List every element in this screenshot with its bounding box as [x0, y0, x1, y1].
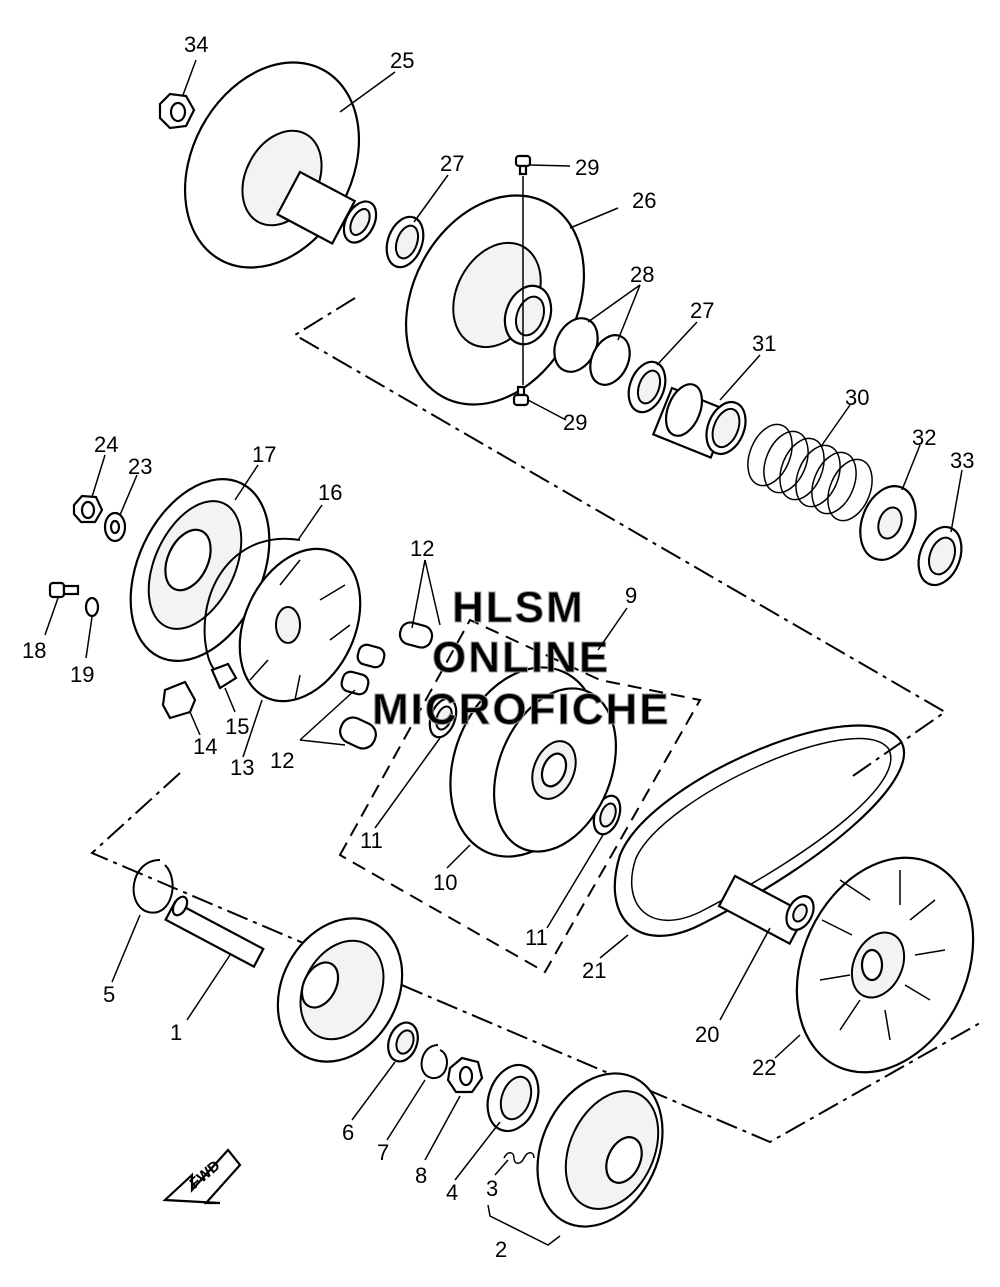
callout-31: 31 — [752, 331, 776, 356]
fwd-arrow-icon — [162, 1148, 242, 1205]
part-12-leader-lines — [299, 559, 441, 746]
callout-32: 32 — [912, 425, 936, 450]
part-12-roller-weights[interactable] — [336, 620, 434, 752]
part-10-primary-sliding-sheave[interactable] — [423, 645, 638, 879]
callout-7: 7 — [377, 1140, 389, 1165]
callout-26: 26 — [632, 188, 656, 213]
part-23-washer[interactable] — [103, 511, 127, 543]
callout-8: 8 — [415, 1163, 427, 1188]
part-30-compression-spring[interactable] — [739, 418, 880, 527]
part-29-pin-upper[interactable] — [514, 154, 532, 176]
part-25-primary-fixed-sheave[interactable] — [151, 32, 394, 298]
callout-2: 2 — [495, 1237, 507, 1262]
callout-3: 3 — [486, 1176, 498, 1201]
callout-28: 28 — [630, 262, 654, 287]
watermark-line-1: HLSM — [452, 583, 585, 632]
callout-9: 9 — [625, 583, 637, 608]
part-32-washer[interactable] — [851, 478, 926, 567]
part-4-one-way-clutch[interactable] — [479, 1058, 547, 1138]
callout-20: 20 — [695, 1022, 719, 1047]
part-3-spring[interactable] — [503, 1152, 535, 1164]
callout-34: 34 — [184, 32, 208, 57]
part-6-bearing[interactable] — [383, 1018, 423, 1065]
callout-29-lower: 29 — [563, 410, 587, 435]
callout-27-lower: 27 — [690, 298, 714, 323]
part-34-nut[interactable] — [158, 92, 196, 130]
watermark: HLSM ONLINE MICROFICHE — [372, 583, 671, 735]
callout-12-lower: 12 — [270, 748, 294, 773]
callout-29-upper: 29 — [575, 155, 599, 180]
assembly-boundary-lines — [90, 297, 981, 1144]
callout-18: 18 — [22, 638, 46, 663]
callout-25: 25 — [390, 48, 414, 73]
callout-24: 24 — [94, 432, 118, 457]
callout-19: 19 — [70, 662, 94, 687]
part-11-collar-upper[interactable] — [425, 695, 461, 741]
part-26-sliding-sheave[interactable] — [371, 164, 619, 435]
part-2-clutch-carrier[interactable] — [514, 1053, 687, 1247]
part-2-bracket — [487, 1204, 561, 1246]
callout-12-upper: 12 — [410, 536, 434, 561]
part-27-collar-upper[interactable] — [380, 212, 430, 272]
part-33-oil-seal[interactable] — [911, 521, 969, 591]
callout-22: 22 — [752, 1055, 776, 1080]
callout-21: 21 — [582, 958, 606, 983]
callout-5: 5 — [103, 982, 115, 1007]
part-8-nut[interactable] — [446, 1056, 484, 1094]
callout-14: 14 — [193, 734, 217, 759]
callout-33: 33 — [950, 448, 974, 473]
part-28-o-rings[interactable] — [546, 311, 637, 391]
callout-27-upper: 27 — [440, 151, 464, 176]
part-22-fixed-sheave-fan[interactable] — [763, 829, 1000, 1101]
part-5-circlip[interactable] — [132, 859, 174, 914]
callout-11-upper: 11 — [360, 828, 383, 853]
part-18-bolt[interactable] — [48, 581, 80, 599]
leader-lines — [44, 59, 963, 1181]
part-7-circlip[interactable] — [420, 1044, 448, 1080]
callout-30: 30 — [845, 385, 869, 410]
part-27-collar-lower[interactable] — [622, 357, 672, 417]
watermark-line-2: ONLINE — [432, 633, 610, 682]
callout-1: 1 — [170, 1020, 182, 1045]
callout-16: 16 — [318, 480, 342, 505]
callout-11-lower: 11 — [525, 925, 548, 950]
callout-6: 6 — [342, 1120, 354, 1145]
part-15-slider[interactable] — [210, 662, 238, 690]
part-19-washer[interactable] — [84, 596, 100, 618]
callout-23: 23 — [128, 454, 152, 479]
watermark-line-3: MICROFICHE — [372, 685, 671, 734]
callout-17: 17 — [252, 442, 276, 467]
callout-15: 15 — [225, 714, 249, 739]
part-17-cam-plate[interactable] — [103, 457, 297, 683]
callout-10: 10 — [433, 870, 457, 895]
part-13-slider-plate[interactable] — [216, 529, 383, 720]
callout-labels: 34 25 27 29 26 28 27 29 31 30 32 33 24 2… — [22, 32, 974, 1262]
callout-4: 4 — [446, 1180, 458, 1205]
callout-13: 13 — [230, 755, 254, 780]
part-1-primary-shaft[interactable] — [164, 894, 427, 1083]
part-20-sleeve[interactable] — [717, 874, 819, 946]
part-31-spring-seat[interactable] — [651, 379, 753, 460]
part-21-v-belt[interactable] — [613, 724, 906, 937]
part-24-nut[interactable] — [72, 494, 104, 524]
